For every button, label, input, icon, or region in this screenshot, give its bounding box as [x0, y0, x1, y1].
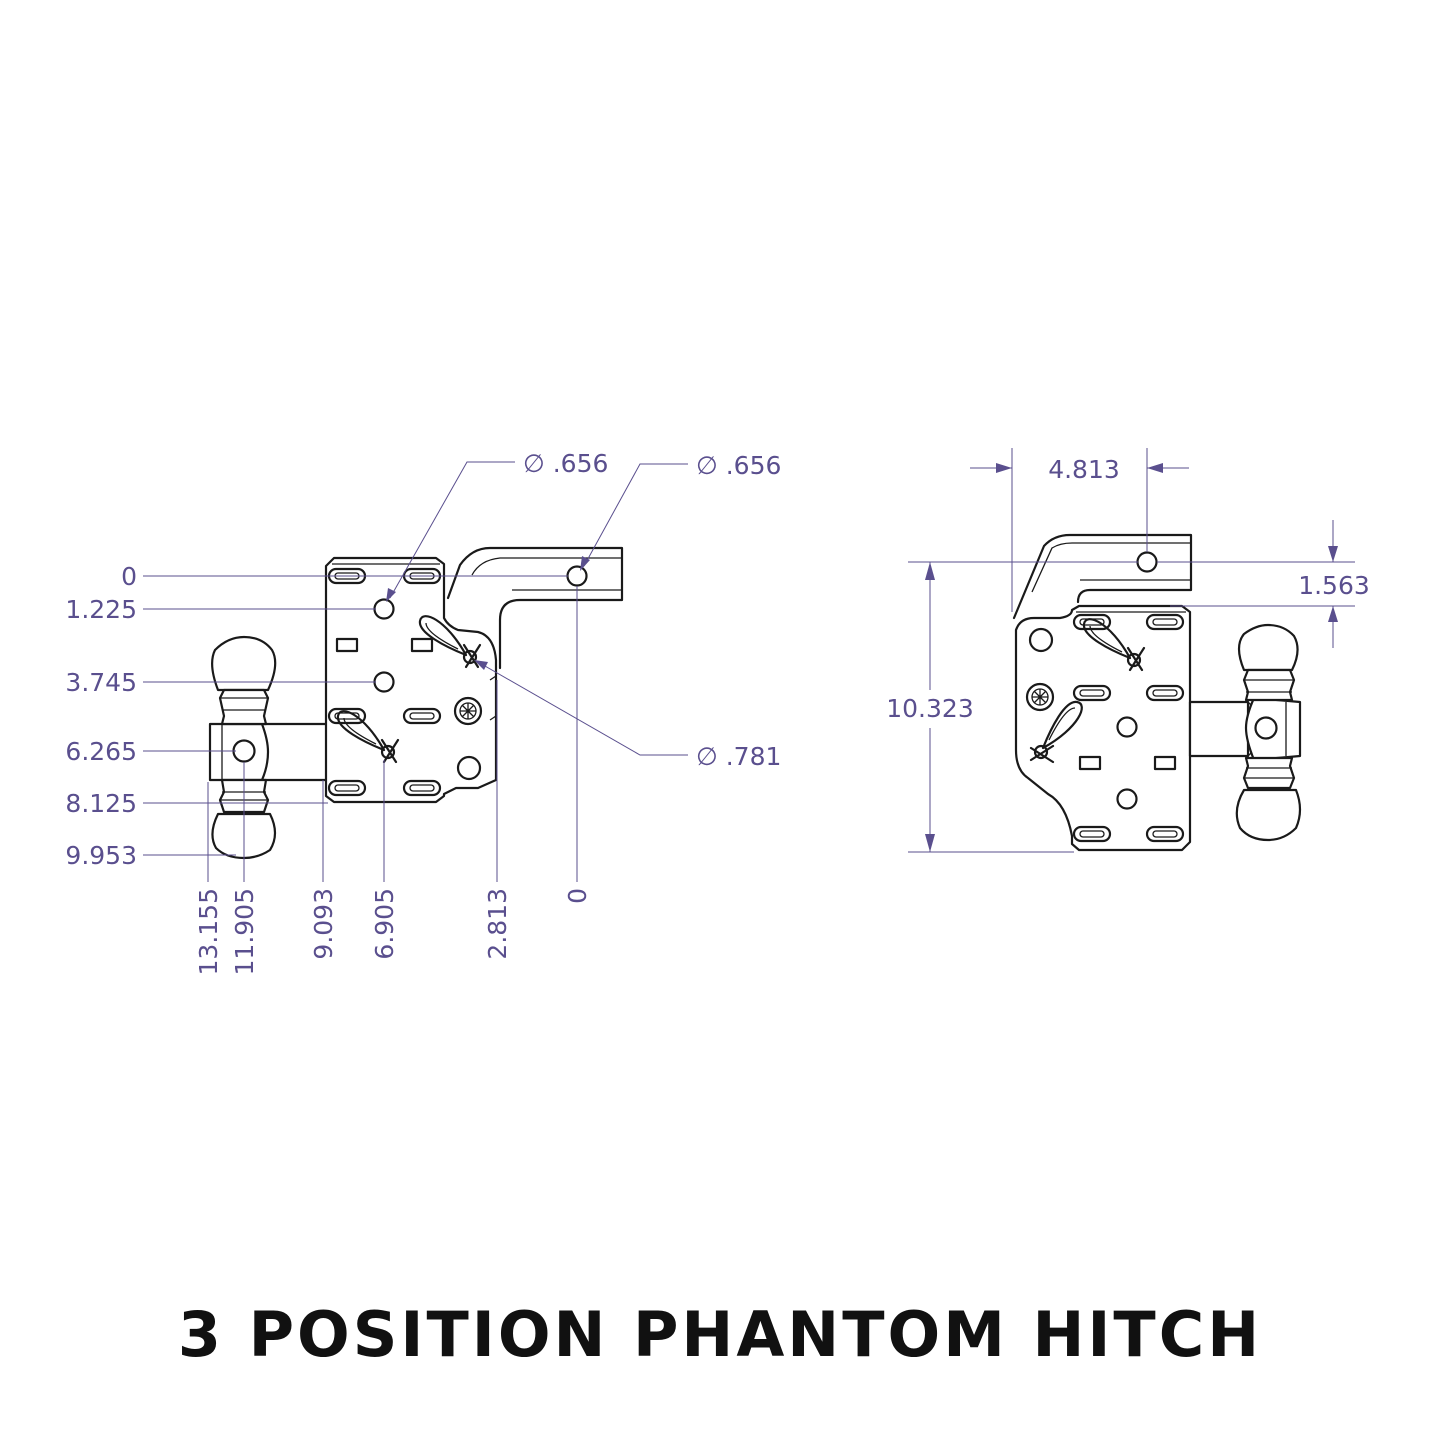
vertical-ordinate-label: 9.953 [65, 841, 137, 870]
horizontal-ordinate-label: 13.155 [194, 888, 223, 975]
horizontal-ordinate-label: 6.905 [370, 888, 399, 960]
diameter-callout: ∅ .656 [523, 449, 608, 478]
vertical-ordinate-label: 0 [121, 562, 137, 591]
side-view [208, 546, 624, 860]
dimension-label: 1.563 [1298, 571, 1370, 600]
vertical-ordinate-label: 3.745 [65, 668, 137, 697]
shank-pin-hole [1136, 551, 1158, 573]
horizontal-ordinate-label: 2.813 [483, 888, 512, 960]
diameter-callout: ∅ .781 [696, 742, 781, 771]
rear-view [1012, 533, 1302, 852]
main-plate [1014, 604, 1192, 852]
main-plate [324, 556, 498, 804]
page-title: 3 POSITION PHANTOM HITCH [177, 1298, 1263, 1371]
rear-view-dimensions [908, 448, 1355, 853]
diameter-callout: ∅ .656 [696, 451, 781, 480]
vertical-ordinate-label: 6.265 [65, 737, 137, 766]
vertical-ordinate-label: 1.225 [65, 595, 137, 624]
horizontal-ordinate-label: 9.093 [309, 888, 338, 960]
rear-view-dimension-text: 4.813 1.563 10.323 [886, 455, 1370, 723]
shank-pin-hole [566, 565, 588, 587]
ball-mount [1188, 623, 1302, 842]
dimension-label: 4.813 [1048, 455, 1120, 484]
receiver-shank [446, 546, 624, 670]
horizontal-ordinate-label: 11.905 [230, 888, 259, 975]
vertical-ordinate-label: 8.125 [65, 789, 137, 818]
dimension-label: 10.323 [886, 694, 973, 723]
receiver-shank [1012, 533, 1193, 620]
side-view-dimension-text: 0 1.225 3.745 6.265 8.125 9.953 13.155 1… [65, 449, 781, 975]
ball-mount [208, 635, 277, 860]
side-view-dimensions [143, 461, 688, 882]
horizontal-ordinate-label: 0 [563, 888, 592, 904]
